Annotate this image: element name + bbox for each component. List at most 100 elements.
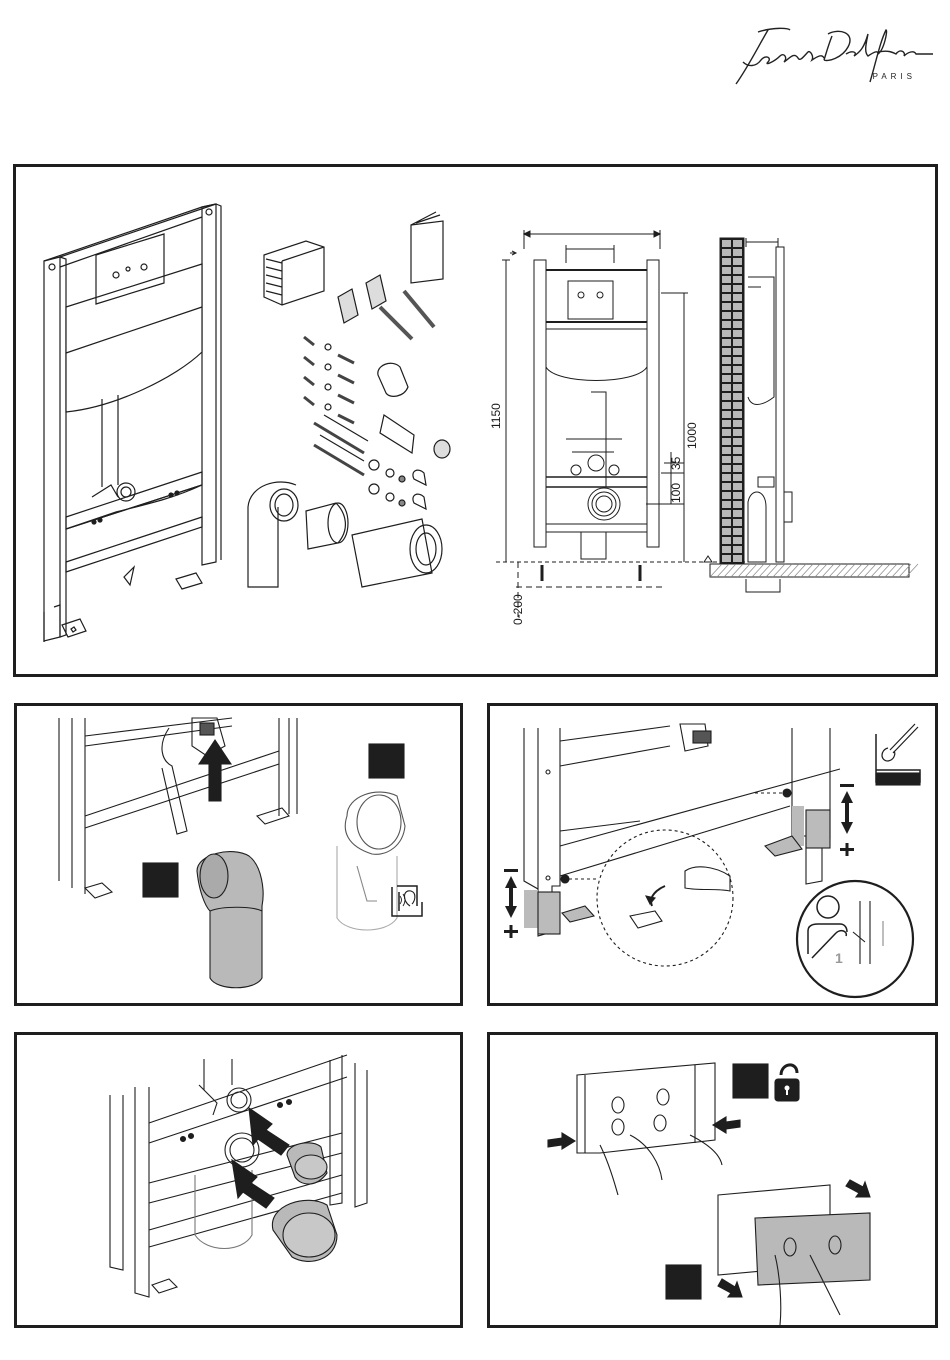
brick [722,519,731,526]
signature-logo-icon [735,27,933,85]
hatch-line [905,563,919,578]
brick [733,519,742,526]
brick [733,429,742,436]
arrow-icon [231,1158,275,1209]
brick [722,438,731,445]
brick [722,312,731,319]
dim-drain-upper: 35 [669,456,683,470]
brick [733,276,742,283]
dim-frame-height: 1150 [489,403,503,429]
brick [733,384,742,391]
step-marker-a [732,1063,769,1099]
hatch-line [835,563,849,578]
brick [722,447,731,454]
brick [722,510,731,517]
overview-panel: 1150 1000 35 100 0-200 [13,164,938,677]
brick [722,411,731,418]
arrow-icon [547,1132,577,1150]
minus-plus-arrow-icon [504,784,854,938]
brick [722,321,731,328]
brick [722,483,731,490]
brick [722,276,731,283]
brick [733,321,742,328]
hatch-line [814,563,828,578]
step-panel-remove-plate [487,1032,938,1328]
arrow-icon [717,1278,743,1298]
brick [722,357,731,364]
brick [733,411,742,418]
brick [733,330,742,337]
brick [733,348,742,355]
brick [733,393,742,400]
brick [722,267,731,274]
hatch-line [758,563,772,578]
brick [722,546,731,553]
brick-wall [722,240,742,562]
brick [733,240,742,247]
brick [722,240,731,247]
brick [733,420,742,427]
parts-kit-view [247,211,451,588]
brick [733,375,742,382]
brick [733,465,742,472]
brick [733,339,742,346]
brick [722,384,731,391]
brick [722,555,731,562]
brick [722,258,731,265]
brick [733,492,742,499]
hatch-line [891,563,905,578]
unlock-icon [774,1063,800,1102]
brick [733,555,742,562]
installer-icon: 1 [795,879,915,999]
brick [722,537,731,544]
brick [733,357,742,364]
step-panel-insert-caps [14,1032,463,1328]
brick [733,528,742,535]
brick [722,492,731,499]
step4-drawing [547,1062,871,1325]
frame-perspective-view [43,203,222,642]
step-marker-b [368,743,405,779]
hatch-line [751,563,765,578]
brick [733,438,742,445]
brick [733,447,742,454]
brick [722,393,731,400]
hatch-line [779,563,793,578]
arrow-icon [248,1106,290,1156]
brick [733,249,742,256]
brick [722,420,731,427]
hatch-line [856,563,870,578]
brand-subtitle: PARIS [872,72,916,81]
hatch-line [849,563,863,578]
brick [722,294,731,301]
step-marker-a [142,862,179,898]
brick [733,402,742,409]
hatch-line [807,563,821,578]
brick [733,258,742,265]
brick [733,474,742,481]
side-section-view [709,237,910,593]
hatch-line [786,563,800,578]
brick [733,537,742,544]
brick [722,501,731,508]
brick [733,483,742,490]
brick [722,339,731,346]
brick [722,303,731,310]
hatch-line [877,563,891,578]
hatch-line [800,563,814,578]
step-marker-b [665,1264,702,1300]
brick [733,510,742,517]
brick [733,303,742,310]
brick [722,375,731,382]
hatch-line [737,563,751,578]
hatch-line [884,563,898,578]
hatch-line [765,563,779,578]
brick [722,474,731,481]
brick [722,285,731,292]
hatch-line [723,563,737,578]
hatch-line [870,563,884,578]
hatch-line [744,563,758,578]
hatch-line [842,563,856,578]
installer-count: 1 [835,950,843,966]
brick [722,528,731,535]
